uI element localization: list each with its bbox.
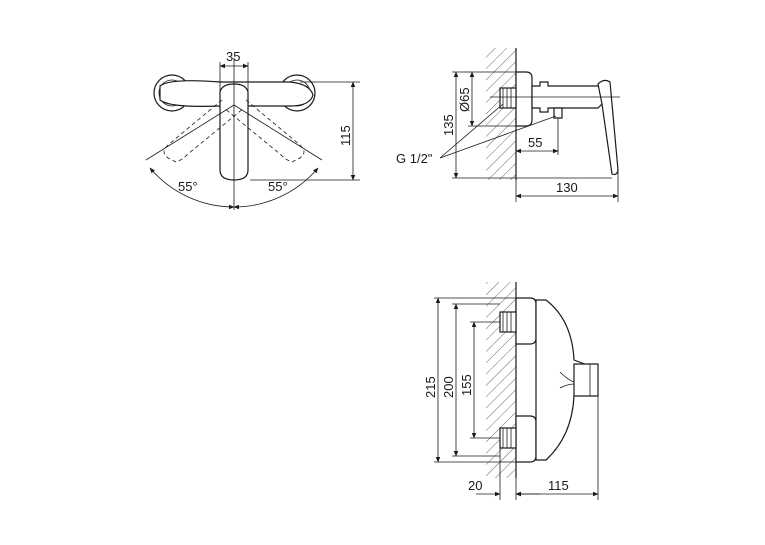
top-view: 35 115 55° 55°: [145, 49, 360, 210]
handle-rotated-left: [163, 99, 245, 163]
front-wall-section: [486, 282, 516, 478]
dim-155: 155: [459, 374, 474, 396]
dim-20: 20: [468, 478, 482, 493]
dim-115: 115: [338, 125, 353, 146]
front-view: 215 200 155 20 115: [423, 282, 599, 500]
thread-label: G 1/2": [396, 151, 433, 166]
dim-135: 135: [441, 114, 456, 136]
angle-right: 55°: [268, 179, 288, 194]
front-spout: [573, 363, 599, 397]
dim-200: 200: [441, 376, 456, 398]
angle-left: 55°: [178, 179, 198, 194]
side-rosette: [515, 71, 533, 127]
handle-rotated-right: [223, 99, 305, 163]
dim-35: 35: [226, 49, 240, 64]
side-handle: [597, 79, 619, 176]
dim-115-projection: 115: [548, 478, 569, 493]
dim-diameter-65: Ø65: [457, 87, 472, 112]
dim-130: 130: [556, 180, 578, 195]
side-view: Ø65 135 55 130 G 1/2": [396, 48, 620, 202]
wall-section: [486, 48, 516, 180]
dim-55: 55: [528, 135, 542, 150]
dim-215: 215: [423, 376, 438, 398]
